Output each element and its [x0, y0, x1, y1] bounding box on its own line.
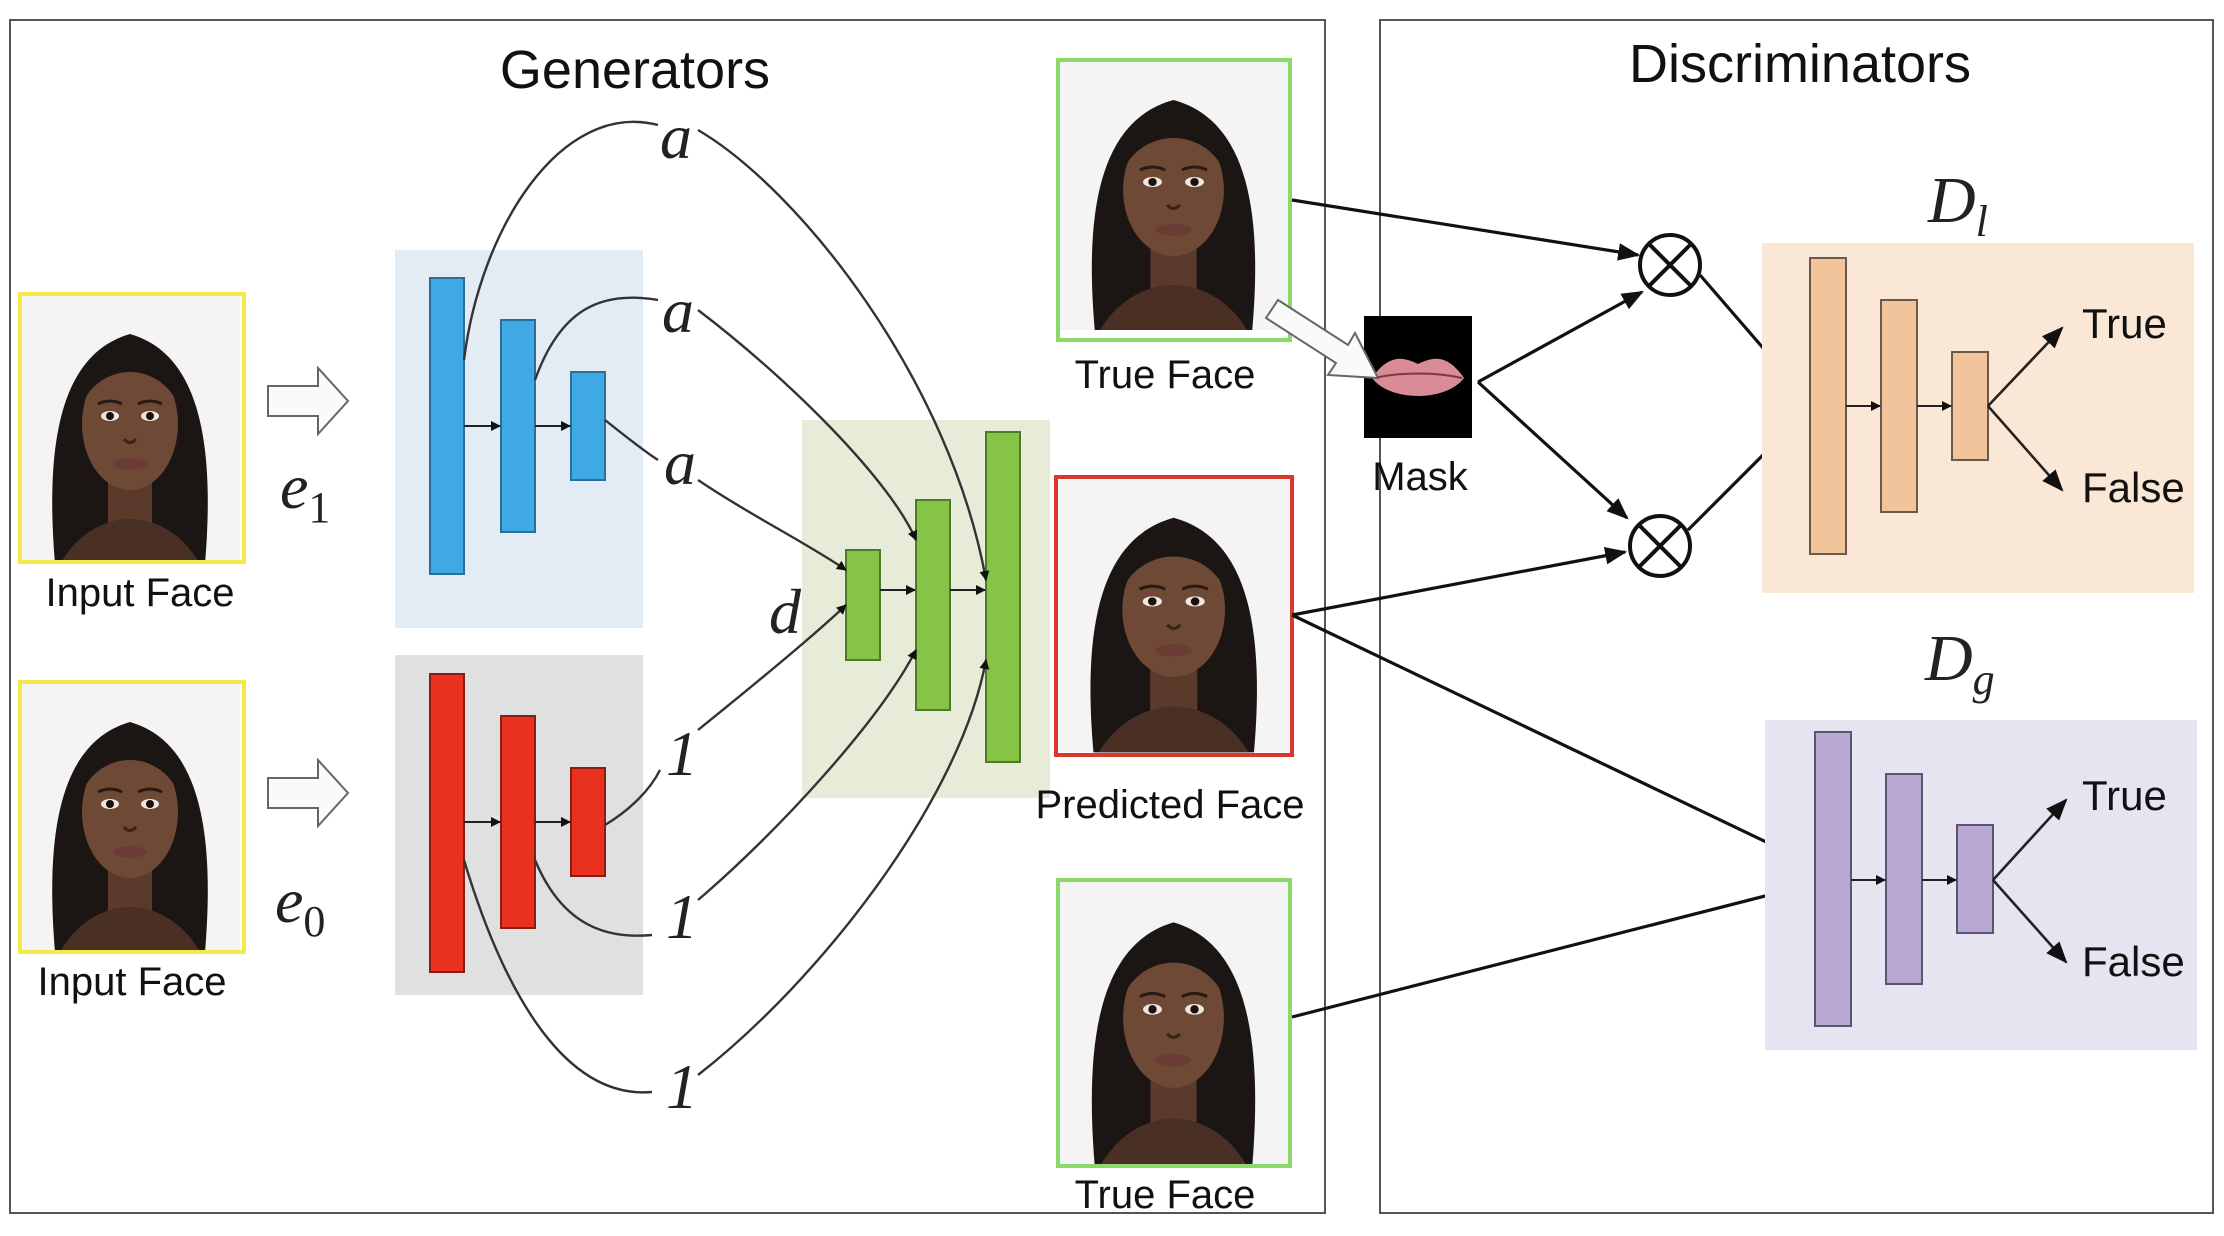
discriminators-frame	[1379, 19, 2214, 1214]
e1-symbol: e1	[280, 451, 330, 532]
true-face-bottom-label: True Face	[1075, 1173, 1256, 1217]
true-face-bottom-image	[1056, 878, 1292, 1168]
generators-title: Generators	[500, 40, 770, 100]
a-symbol-mid: a	[662, 275, 694, 346]
input-face-bottom-label: Input Face	[37, 960, 226, 1004]
dg-symbol: Dg	[1924, 622, 1995, 704]
blue-block-1	[429, 277, 465, 575]
dg-false-label: False	[2082, 938, 2185, 985]
input-face-top-image	[18, 292, 246, 566]
true-face-top-label: True Face	[1075, 353, 1256, 397]
one-symbol-top: 1	[666, 718, 698, 789]
predicted-face-label: Predicted Face	[1035, 783, 1304, 827]
dl-true-label: True	[2082, 300, 2167, 347]
dg-block-3	[1956, 824, 1994, 934]
dl-block-2	[1880, 299, 1918, 513]
a-symbol-top: a	[660, 101, 692, 172]
multiply-node-bottom	[1628, 514, 1692, 578]
green-block-2	[915, 499, 951, 711]
hollow-arrow-e1	[267, 367, 349, 435]
dg-block-2	[1885, 773, 1923, 985]
red-block-2	[500, 715, 536, 929]
mask-image	[1364, 316, 1472, 438]
input-face-top-label: Input Face	[45, 571, 234, 615]
dl-block-1	[1809, 257, 1847, 555]
dg-block-1	[1814, 731, 1852, 1027]
one-symbol-low: 1	[666, 1051, 698, 1122]
input-face-bottom-image	[18, 680, 246, 954]
predicted-face-image	[1054, 475, 1294, 757]
blue-block-2	[500, 319, 536, 533]
red-block-3	[570, 767, 606, 877]
hollow-arrow-to-mask	[1264, 298, 1380, 380]
dg-true-label: True	[2082, 772, 2167, 819]
green-block-3	[985, 431, 1021, 763]
e0-symbol: e0	[275, 865, 325, 946]
dl-false-label: False	[2082, 464, 2185, 511]
generators-frame	[9, 19, 1326, 1214]
multiply-node-top	[1638, 233, 1702, 297]
one-symbol-mid: 1	[666, 881, 698, 952]
dl-block-3	[1951, 351, 1989, 461]
red-block-1	[429, 673, 465, 973]
discriminators-title: Discriminators	[1629, 34, 1971, 94]
flow-arrows	[1291, 198, 1811, 1019]
blue-block-3	[570, 371, 606, 481]
dl-symbol: Dl	[1927, 164, 1988, 246]
green-block-1	[845, 549, 881, 661]
mask-label: Mask	[1372, 455, 1469, 499]
hollow-arrow-e0	[267, 759, 349, 827]
d-symbol: d	[769, 576, 802, 647]
true-face-top-image	[1056, 58, 1292, 342]
a-symbol-low: a	[664, 427, 696, 498]
skip-connections	[462, 120, 990, 1094]
